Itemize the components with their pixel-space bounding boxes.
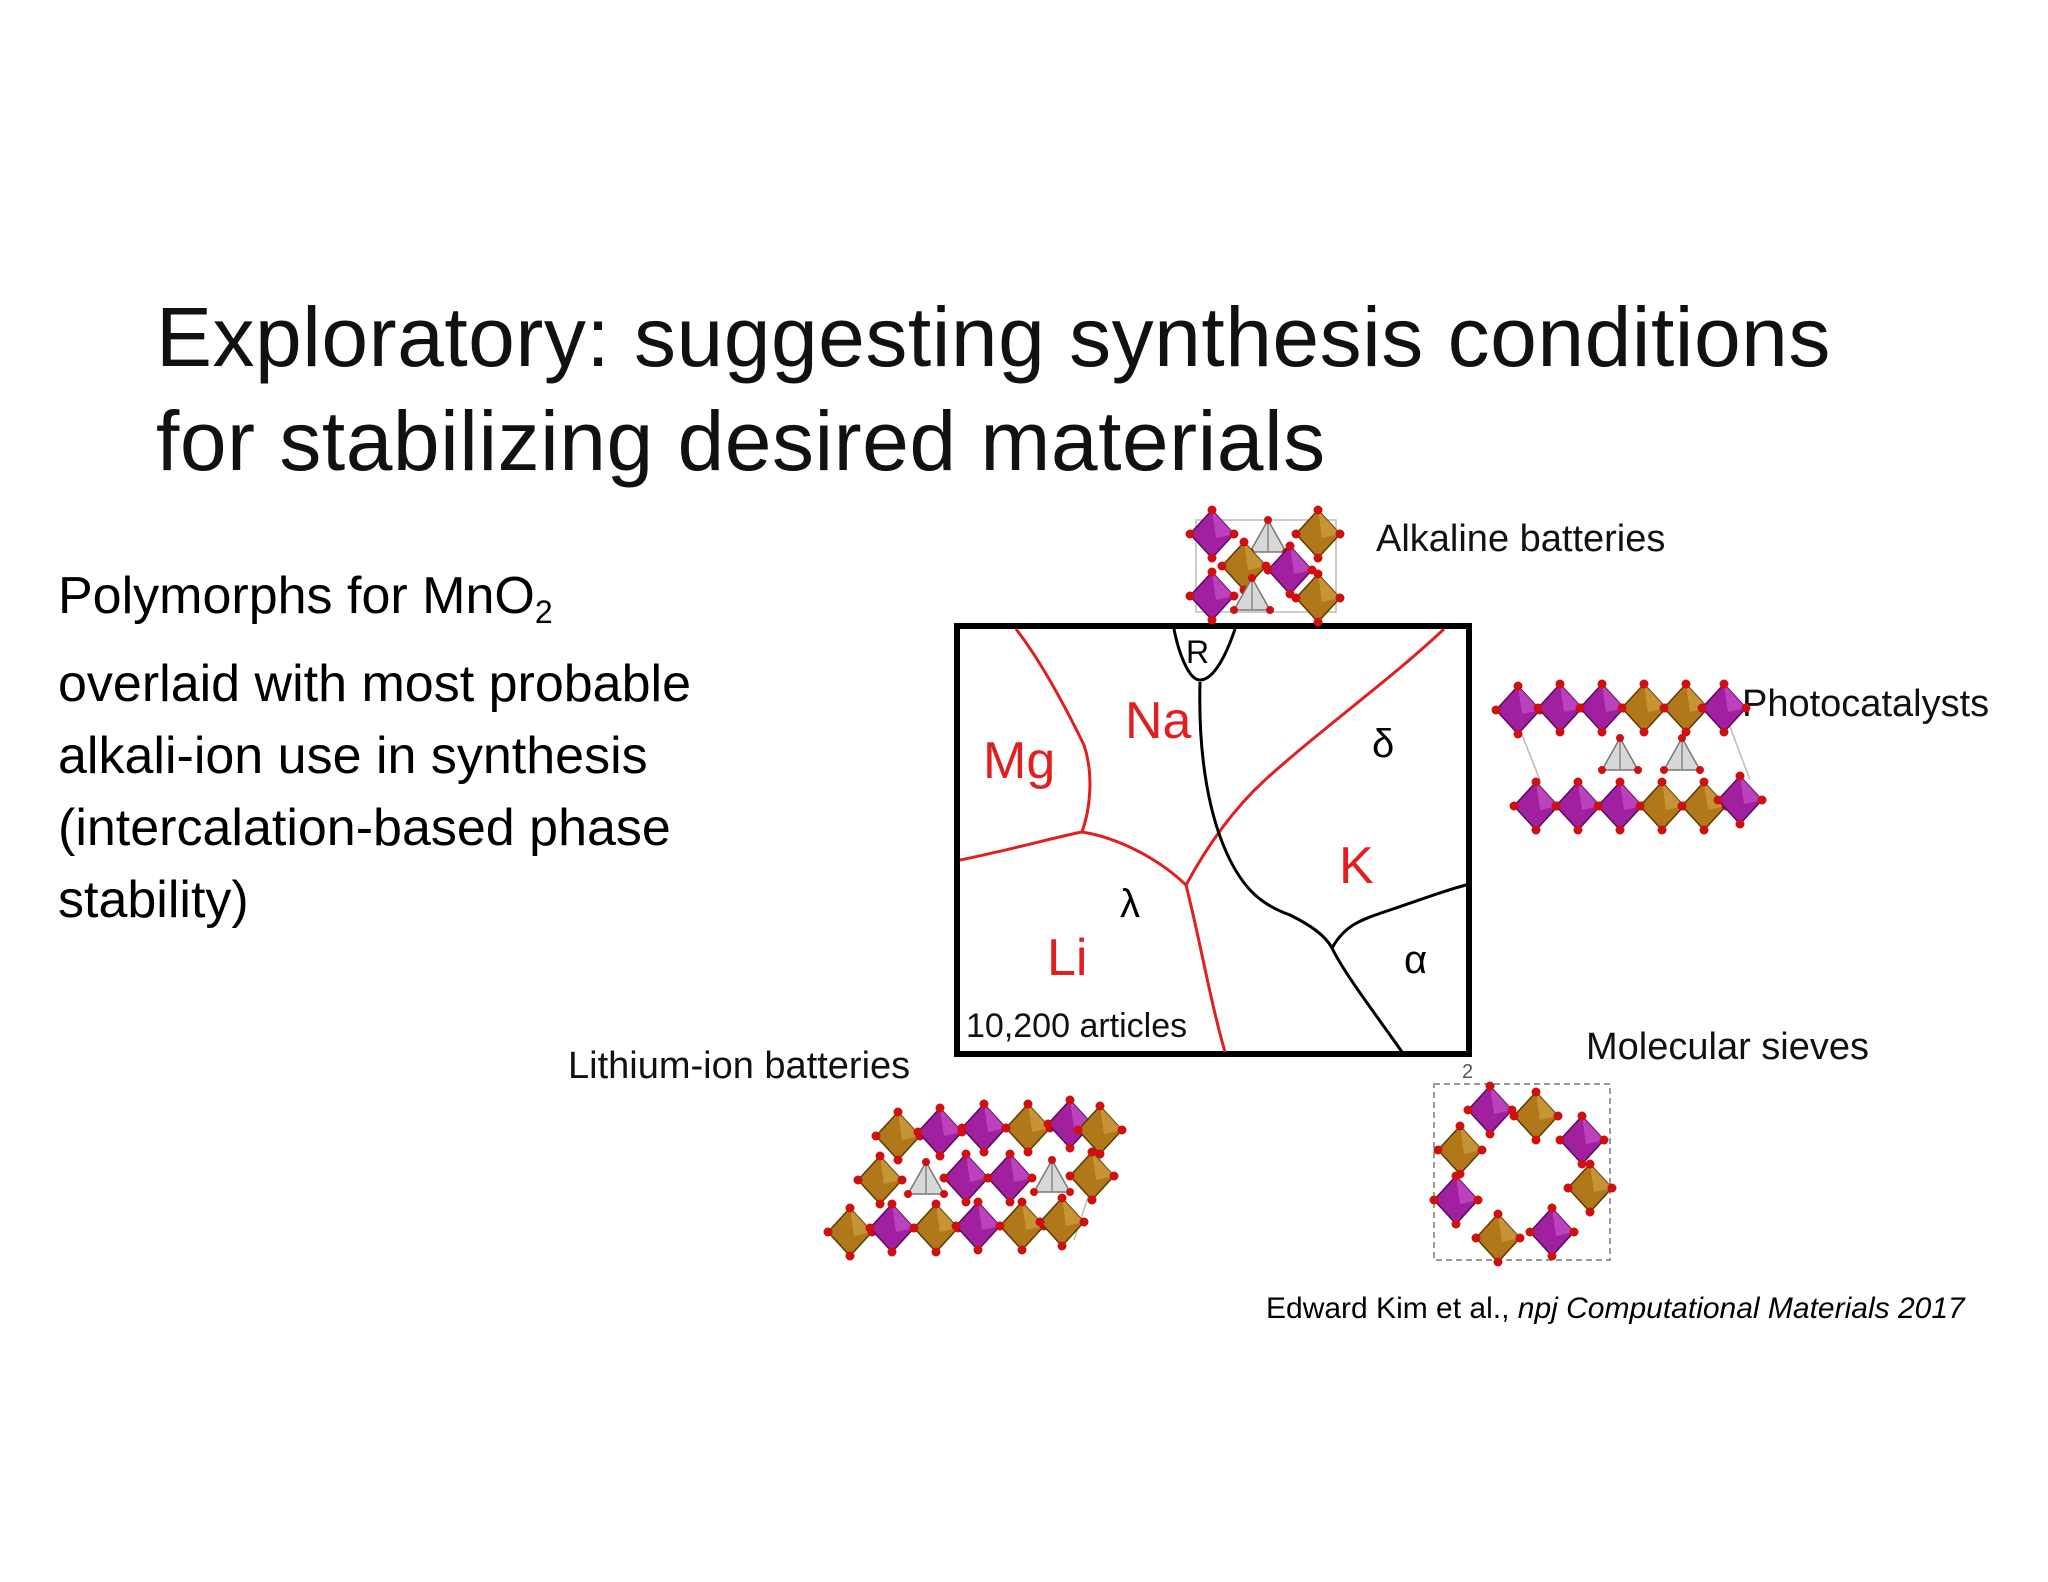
label-alkaline-batteries: Alkaline batteries [1376,518,1666,560]
phase-map: Mg Na K Li R δ λ α 10,200 articles [954,623,1472,1057]
body-line-4: (intercalation-based phase [58,799,671,857]
structure-alkaline [1184,504,1346,628]
phase-label-lambda: λ [1120,882,1140,926]
slide-title: Exploratory: suggesting synthesis condit… [156,285,1956,493]
label-lithium-ion-batteries: Lithium-ion batteries [568,1045,911,1087]
phase-label-r: R [1186,634,1209,670]
boundary-mg [959,628,1092,862]
body-line-3: alkali-ion use in synthesis [58,727,648,785]
boundary-mg-li [1081,830,1188,887]
body-line-1: Polymorphs for MnO2 [58,560,778,648]
body-line-1-subscript: 2 [534,594,553,630]
body-line-1-text: Polymorphs for MnO [58,567,535,625]
boundary-alpha [1330,883,1467,949]
ion-boundaries [959,627,1446,1053]
phase-boundaries [1172,628,1467,1053]
label-molecular-sieves: Molecular sieves [1586,1026,1869,1068]
label-photocatalysts: Photocatalysts [1742,683,1990,725]
structure-photocatalysts [1490,678,1768,836]
ion-label-k: K [1339,837,1374,895]
body-text: Polymorphs for MnO2 overlaid with most p… [58,560,778,936]
boundary-k [1184,627,1446,1053]
cell-marker: 2 [1462,1061,1473,1083]
ion-label-mg: Mg [983,732,1055,790]
citation-journal: npj Computational Materials 2017 [1517,1292,1965,1325]
article-count: 10,200 articles [966,1007,1187,1045]
phase-label-alpha: α [1404,938,1427,982]
title-line-1: Exploratory: suggesting synthesis condit… [156,290,1831,384]
title-line-2: for stabilizing desired materials [156,394,1326,488]
body-line-2: overlaid with most probable [58,655,691,713]
boundary-main [1198,681,1404,1053]
ion-label-na: Na [1125,692,1192,750]
citation: Edward Kim et al., npj Computational Mat… [1266,1292,1965,1326]
citation-authors: Edward Kim et al., [1266,1292,1518,1325]
structure-lithium-ion [822,1094,1128,1262]
structure-molecular-sieves: 2 [1428,1061,1618,1268]
boundary-r [1172,628,1237,682]
phase-label-delta: δ [1372,722,1394,766]
ion-label-li: Li [1047,929,1087,987]
body-line-5: stability) [58,871,249,929]
